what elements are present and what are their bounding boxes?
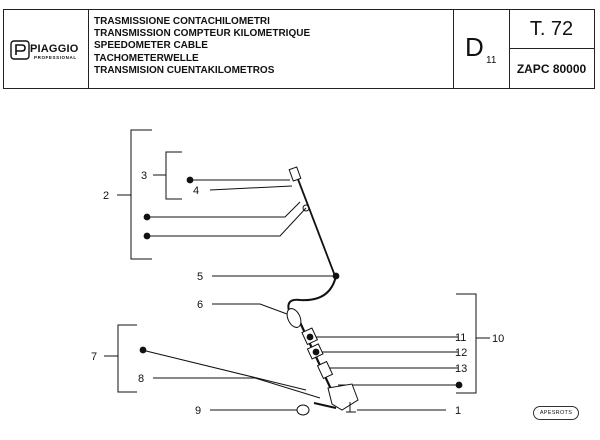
title-block: PIAGGIO PROFESSIONAL TRASMISSIONE CONTAC…: [3, 9, 595, 89]
bracket-2: [130, 129, 152, 260]
brand-tagline: PROFESSIONAL: [34, 55, 77, 60]
title-es: TRANSMISION CUENTAKILOMETROS: [94, 64, 275, 76]
bracket-3: [165, 151, 182, 200]
callout-8: 8: [138, 373, 144, 385]
title-list: TRASMISSIONE CONTACHILOMETRI TRANSMISSIO…: [94, 16, 449, 77]
callout-2: 2: [103, 190, 109, 202]
bracket-10: [456, 293, 477, 394]
section-code: D 11: [453, 10, 510, 88]
model-code: ZAPC 80000: [516, 62, 587, 76]
gearbox-housing: [327, 383, 359, 411]
title-en: SPEEDOMETER CABLE: [94, 40, 208, 52]
bracket-7: [117, 324, 137, 393]
logo-cell: PIAGGIO PROFESSIONAL: [4, 10, 89, 88]
cable-lower: [287, 275, 337, 315]
archive-stamp: APESROTS: [533, 406, 579, 420]
brand-name: PIAGGIO: [30, 43, 79, 55]
callout-12: 12: [455, 347, 467, 359]
table-code: T. 72: [509, 10, 594, 49]
callout-3: 3: [141, 170, 147, 182]
callout-4: 4: [193, 185, 199, 197]
callout-7: 7: [91, 351, 97, 363]
callout-9: 9: [195, 405, 201, 417]
piaggio-logo: PIAGGIO PROFESSIONAL: [10, 40, 82, 64]
section-letter: D: [465, 32, 484, 62]
piaggio-emblem-icon: [10, 40, 30, 60]
section-number: 11: [486, 55, 497, 66]
callout-13: 13: [455, 363, 467, 375]
callout-11: 11: [455, 332, 466, 344]
table-reference: T. 72 ZAPC 80000: [509, 10, 594, 88]
title-de: TACHOMETERWELLE: [94, 52, 199, 64]
title-fr: TRANSMISSION COMPTEUR KILOMETRIQUE: [94, 28, 311, 40]
callout-5: 5: [197, 271, 203, 283]
title-it: TRASMISSIONE CONTACHILOMETRI: [94, 16, 270, 27]
callout-10: 10: [492, 333, 504, 345]
callout-1: 1: [455, 405, 461, 417]
callout-6: 6: [197, 299, 203, 311]
cable-upper: [295, 173, 336, 277]
